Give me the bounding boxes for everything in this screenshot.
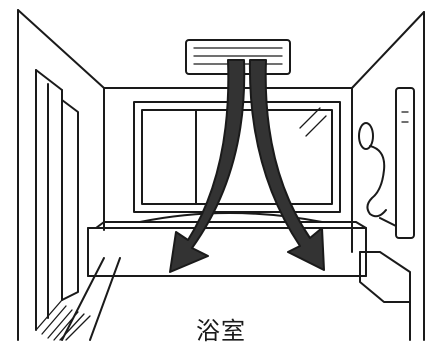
bench	[359, 251, 411, 341]
shower-unit	[358, 87, 415, 239]
bathroom-door	[35, 69, 91, 341]
airflow-arrow-icon	[169, 59, 325, 273]
room-outline	[17, 9, 425, 341]
room-caption: 浴室	[196, 317, 246, 345]
shower-head-icon	[358, 122, 387, 218]
bathtub	[87, 212, 367, 277]
